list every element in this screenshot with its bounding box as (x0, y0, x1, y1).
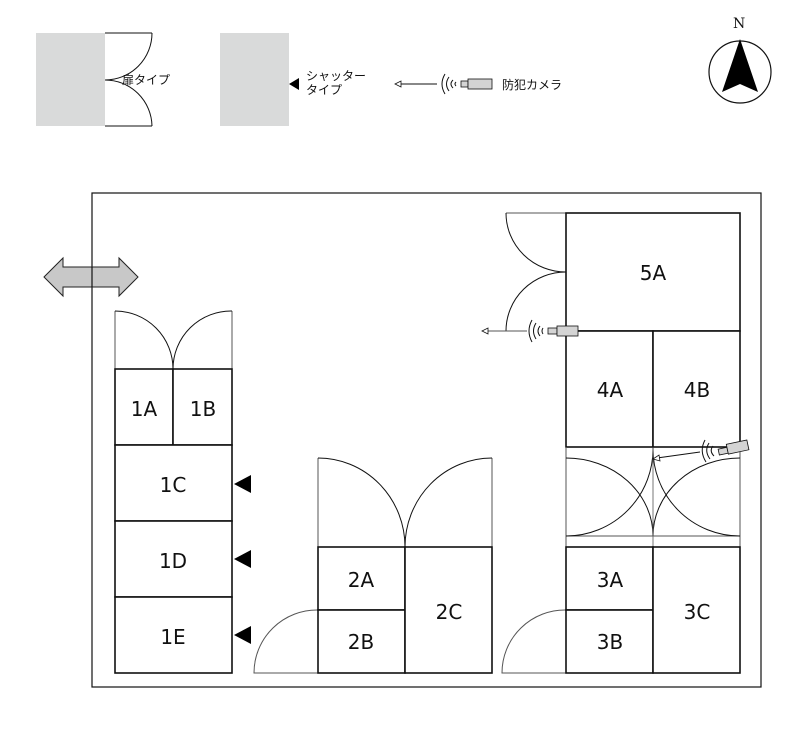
camera-wave-icon (450, 79, 454, 89)
camera-4b (652, 439, 750, 463)
camera-wave-icon (541, 327, 544, 335)
unit-4A[interactable] (565, 330, 654, 448)
unit-label-3A: 3A (597, 568, 624, 592)
camera-wave-icon (533, 322, 537, 340)
camera-lens-icon (460, 80, 469, 88)
camera-5a-4a (481, 319, 579, 343)
legend-shutter-type: シャッター タイプ (220, 33, 366, 126)
shutter-marker-icon (234, 475, 251, 493)
door-swing-arc (565, 457, 654, 537)
unit-label-1D: 1D (159, 549, 187, 573)
door-swing-arc (505, 271, 567, 332)
door-swing-arc (505, 212, 567, 273)
camera-wave-icon (537, 325, 541, 337)
block-3-4-5: 5A 4A 4B 3A 3B 3C (501, 212, 741, 674)
camera-wave-icon (454, 81, 457, 87)
unit-3C[interactable] (652, 546, 741, 674)
door-swing-arc (404, 457, 493, 548)
unit-label-1A: 1A (131, 397, 158, 421)
north-label: N (733, 16, 745, 32)
unit-label-2C: 2C (436, 600, 463, 624)
north-compass: N (708, 16, 772, 104)
shutter-marker-icon (234, 626, 251, 644)
camera-wave-icon (710, 445, 715, 457)
unit-2C[interactable] (404, 546, 493, 674)
camera-body-icon (725, 439, 750, 455)
shutter-type-label-line1: シャッター (306, 69, 366, 83)
unit-label-1C: 1C (160, 473, 187, 497)
unit-label-4B: 4B (684, 378, 710, 402)
unit-label-3C: 3C (684, 600, 711, 624)
unit-label-4A: 4A (597, 378, 624, 402)
unit-3A[interactable] (565, 546, 654, 611)
unit-4B[interactable] (652, 330, 741, 448)
camera-body-icon (467, 78, 493, 90)
site-boundary (91, 192, 762, 688)
unit-label-2A: 2A (348, 568, 375, 592)
shutter-marker-icon (234, 550, 251, 568)
door-swing-arc (652, 446, 741, 537)
door-swing-arc (104, 79, 153, 127)
unit-2A[interactable] (317, 546, 406, 611)
unit-label-1B: 1B (190, 397, 216, 421)
camera-wave-icon (706, 442, 711, 460)
legend-door-type: 扉タイプ (36, 32, 170, 127)
unit-1E[interactable] (114, 596, 233, 674)
legend-unit-box (220, 33, 289, 126)
shutter-marker-icon (289, 78, 299, 90)
unit-label-3B: 3B (597, 630, 623, 654)
legend-camera: 防犯カメラ (394, 73, 562, 95)
shutter-type-label-line2: タイプ (306, 83, 342, 97)
door-swing-arc (501, 609, 567, 674)
door-swing-arc (652, 457, 741, 537)
camera-wave-icon (701, 439, 707, 463)
block-1: 1A 1B 1C 1D 1E (114, 310, 251, 674)
door-swing-arc (114, 310, 174, 370)
camera-wave-icon (441, 73, 446, 95)
entrance-double-arrow-icon (43, 256, 139, 298)
legend-unit-box (36, 33, 105, 126)
door-swing-arc (253, 609, 319, 674)
camera-arrowhead-icon (652, 454, 661, 462)
door-swing-arc (565, 446, 654, 537)
camera-lens-icon (717, 446, 729, 456)
camera-wave-icon (446, 76, 450, 92)
door-swing-arc (172, 310, 233, 370)
camera-lens-icon (547, 327, 558, 335)
camera-body-icon (556, 325, 579, 337)
block-2: 2A 2B 2C (253, 457, 493, 674)
camera-arrowhead-icon (481, 327, 489, 335)
door-swing-arc (104, 32, 153, 81)
north-arrow-icon (722, 39, 758, 92)
door-type-label: 扉タイプ (122, 73, 170, 87)
camera-wave-icon (528, 319, 533, 343)
camera-view-line (656, 451, 701, 459)
legend: 扉タイプ シャッター タイプ 防犯カメラ (36, 32, 562, 127)
unit-5A[interactable] (565, 212, 741, 332)
unit-label-1E: 1E (160, 625, 185, 649)
unit-label-5A: 5A (640, 261, 667, 285)
camera-label: 防犯カメラ (502, 77, 562, 92)
unit-label-2B: 2B (348, 630, 374, 654)
door-swing-arc (317, 457, 406, 548)
camera-arrowhead-icon (394, 80, 402, 88)
unit-3B[interactable] (565, 609, 654, 674)
